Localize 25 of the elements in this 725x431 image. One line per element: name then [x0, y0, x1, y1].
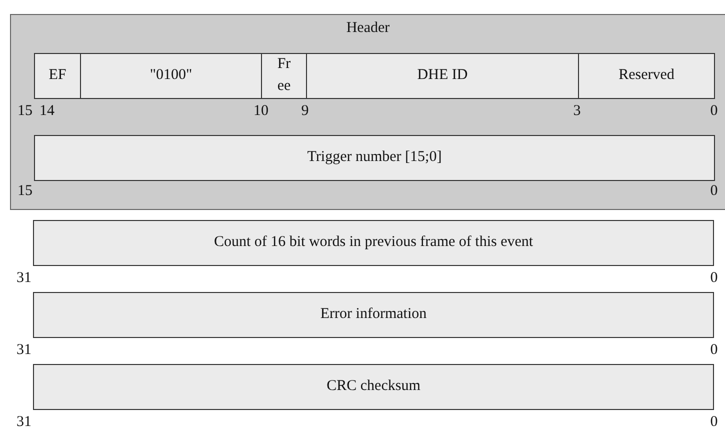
field-box: Trigger number [15;0] [34, 135, 715, 181]
bit-number: 31 [16, 342, 32, 359]
bit-number: 0 [710, 103, 718, 120]
bit-number: 0 [710, 342, 718, 359]
band-title: Header [345, 20, 391, 37]
bit-number: 14 [40, 103, 54, 120]
header-band [10, 14, 725, 210]
field-box: Error information [33, 292, 714, 338]
bit-number: 31 [16, 414, 32, 431]
bit-number: 10 [254, 103, 268, 120]
field-box: "0100" [80, 53, 262, 99]
bit-number: 0 [710, 414, 718, 431]
bit-number: 9 [301, 103, 309, 120]
field-box: EF [34, 53, 81, 99]
field-box: CRC checksum [33, 364, 714, 410]
bit-number: 3 [573, 103, 581, 120]
bit-number: 31 [16, 270, 32, 287]
bit-number: 15 [18, 183, 32, 200]
bit-number: 0 [710, 183, 718, 200]
bit-number: 15 [18, 103, 32, 120]
field-box: Count of 16 bit words in previous frame of this event [33, 220, 714, 266]
field-box: Free [261, 53, 307, 99]
bit-number: 0 [710, 270, 718, 287]
field-box: Reserved [578, 53, 715, 99]
field-box: DHE ID [306, 53, 579, 99]
